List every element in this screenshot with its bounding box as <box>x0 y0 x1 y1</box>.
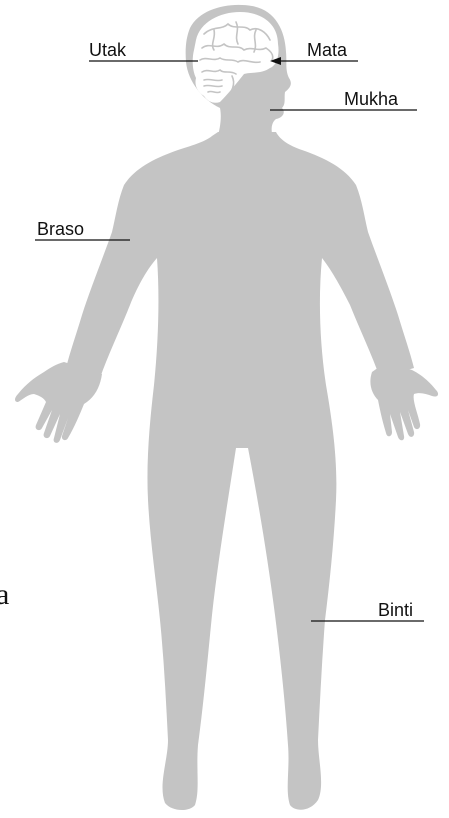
arm-label: Braso <box>37 219 84 239</box>
stray-glyph: a <box>0 578 9 611</box>
left-hand <box>15 362 102 443</box>
face-label: Mukha <box>344 89 399 109</box>
brain-fold <box>254 30 256 52</box>
brain-label: Utak <box>89 40 127 60</box>
brain-fold <box>236 22 238 44</box>
shin-label: Binti <box>378 600 413 620</box>
right-hand <box>370 362 438 440</box>
torso-legs-shape <box>66 132 414 810</box>
body-silhouette <box>15 5 438 810</box>
eye-label: Mata <box>307 40 348 60</box>
